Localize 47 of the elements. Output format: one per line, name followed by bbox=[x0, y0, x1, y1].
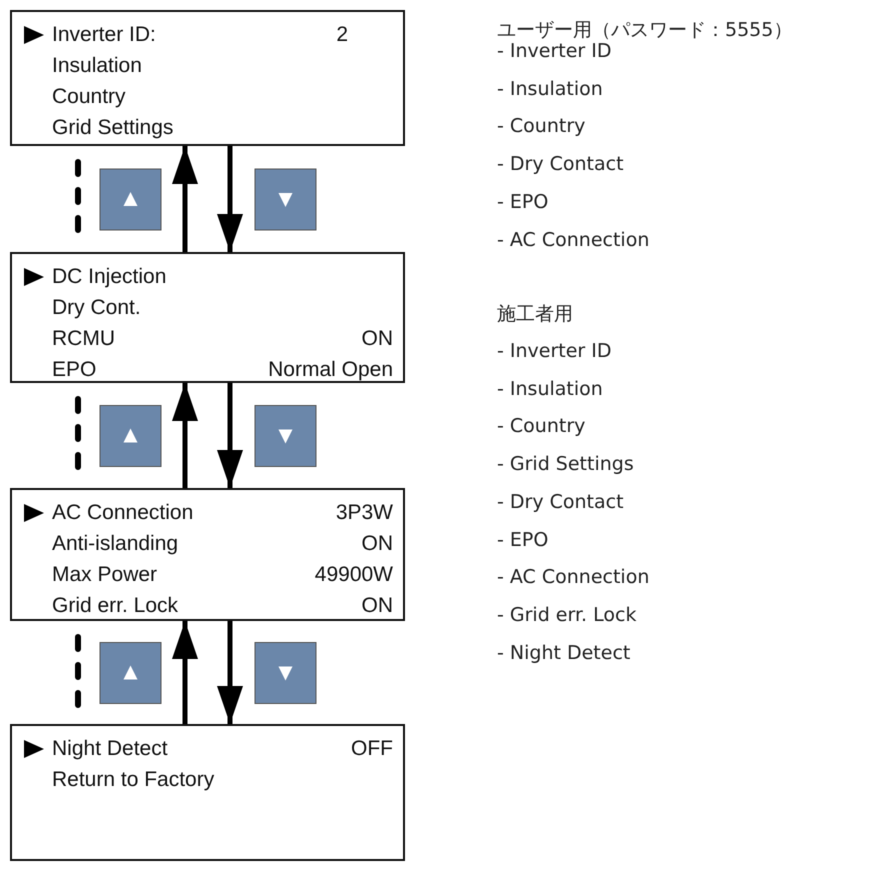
menu-item: Inverter ID: bbox=[52, 23, 156, 47]
list-item: - Night Detect bbox=[497, 640, 630, 666]
arrow bbox=[217, 146, 243, 252]
display-screen bbox=[10, 488, 405, 621]
list-item: - Dry Contact bbox=[497, 490, 624, 515]
setting-value: 49900W bbox=[314, 563, 393, 587]
display-screen bbox=[10, 252, 405, 383]
arrow bbox=[217, 383, 243, 488]
list-item: - EPO bbox=[497, 528, 548, 552]
list-item: - Insulation bbox=[497, 76, 603, 102]
list-item: - AC Connection bbox=[497, 228, 650, 252]
group-heading: 施工者用 bbox=[497, 302, 573, 327]
list-item: - Country bbox=[497, 414, 586, 440]
menu-item: Insulation bbox=[52, 54, 142, 78]
menu-item: RCMU bbox=[52, 327, 115, 351]
menu-item: Return to Factory bbox=[52, 768, 214, 792]
list-item: - Insulation bbox=[497, 376, 603, 402]
setting-value: ON bbox=[362, 532, 393, 556]
display-screen bbox=[10, 724, 405, 861]
menu-item: Anti-islanding bbox=[52, 532, 178, 556]
menu-item: Night Detect bbox=[52, 737, 168, 761]
menu-item: Max Power bbox=[52, 563, 158, 587]
list-item: - Dry Contact bbox=[497, 152, 624, 178]
arrow bbox=[172, 383, 198, 488]
menu-item: EPO bbox=[52, 358, 96, 382]
setting-value: ON bbox=[362, 594, 393, 618]
arrow bbox=[217, 621, 243, 724]
menu-item: Grid err. Lock bbox=[52, 594, 178, 618]
list-item: - Country bbox=[497, 114, 586, 140]
setting-value: ON bbox=[362, 327, 393, 351]
setting-value: Normal Open bbox=[268, 358, 393, 382]
setting-value: 2 bbox=[336, 23, 348, 47]
arrow bbox=[172, 146, 198, 252]
setting-value: 3P3W bbox=[336, 501, 393, 525]
list-item: - Inverter ID bbox=[497, 339, 612, 364]
menu-item: Grid Settings bbox=[52, 116, 174, 140]
menu-item: Dry Cont. bbox=[52, 296, 141, 320]
list-item: - Grid err. Lock bbox=[497, 602, 636, 628]
setting-value: OFF bbox=[351, 737, 393, 761]
list-item: - EPO bbox=[497, 190, 548, 215]
list-item: - Grid Settings bbox=[497, 452, 634, 478]
menu-item: AC Connection bbox=[52, 501, 194, 525]
menu-item: DC Injection bbox=[52, 265, 166, 289]
menu-item: Country bbox=[52, 85, 126, 109]
arrow bbox=[172, 621, 198, 724]
list-item: - AC Connection bbox=[497, 565, 650, 590]
display-screen bbox=[10, 10, 405, 146]
